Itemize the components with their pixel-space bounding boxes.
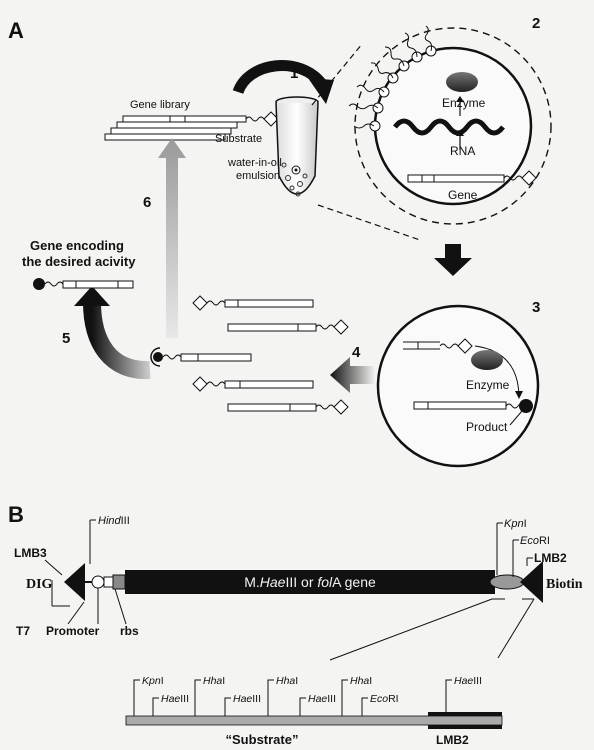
step-1-label: 1 xyxy=(290,65,298,82)
enzyme-label-mid: Enzyme xyxy=(466,378,510,392)
emulsion-label-line2: emulsion xyxy=(236,170,280,182)
gene-bar xyxy=(125,570,495,594)
site-kpni: KpnI xyxy=(142,675,164,687)
arrow-6 xyxy=(158,138,186,338)
t7-label: T7 xyxy=(16,624,30,638)
enzyme-oval-mid xyxy=(471,350,503,370)
rbs-label: rbs xyxy=(120,624,139,638)
site-haeiii-2: HaeIII xyxy=(233,693,261,705)
emulsion-label-line1: water-in-oil xyxy=(227,157,282,169)
site-haeiii-4: HaeIII xyxy=(454,675,482,687)
site-haeiii-1: HaeIII xyxy=(161,693,189,705)
rna-label: RNA xyxy=(450,144,475,158)
arrow-2-to-3 xyxy=(434,244,472,276)
site-hhai-2: HhaI xyxy=(276,675,298,687)
gene-construct xyxy=(44,519,543,625)
panel-a-letter: A xyxy=(8,18,24,43)
step-6-label: 6 xyxy=(143,194,151,211)
enzyme-label-top: Enzyme xyxy=(442,96,486,110)
step-5-label: 5 xyxy=(62,330,70,347)
site-haeiii-3: HaeIII xyxy=(308,693,336,705)
step-4-label: 4 xyxy=(352,344,361,361)
site-hhai-1: HhaI xyxy=(203,675,225,687)
gene-pool xyxy=(150,295,349,415)
lmb2-label-bottom: LMB2 xyxy=(436,733,469,747)
biotin-triangle xyxy=(520,561,543,603)
gene-bar-label: M.HaeIII or folA gene xyxy=(244,574,376,590)
step-2-label: 2 xyxy=(532,15,540,32)
promoter-label: Promoter xyxy=(46,624,100,638)
panel-b-letter: B xyxy=(8,502,24,527)
ecori-label-top: EcoRI xyxy=(520,535,550,547)
kpni-label-top: KpnI xyxy=(504,518,527,530)
substrate-label: Substrate xyxy=(215,133,262,145)
enzyme-oval-top xyxy=(446,72,478,92)
site-hhai-3: HhaI xyxy=(350,675,372,687)
desired-gene xyxy=(33,278,134,290)
droplet-circle-3 xyxy=(376,304,540,468)
emulsion-tube xyxy=(275,96,319,197)
lmb2-label-top: LMB2 xyxy=(534,551,567,565)
hindiii-label: HindIII xyxy=(98,515,130,527)
site-ecori: EcoRI xyxy=(370,693,399,705)
dig-label: DIG xyxy=(26,577,53,592)
arrow-5 xyxy=(74,286,110,306)
dig-triangle xyxy=(64,563,85,601)
substrate-bar xyxy=(125,712,503,729)
gene-label: Gene xyxy=(448,188,478,202)
product-label: Product xyxy=(466,420,508,434)
biotin-label: Biotin xyxy=(546,577,583,592)
restriction-sites xyxy=(133,679,452,716)
gene-library-stack xyxy=(104,111,279,141)
lmb3-label: LMB3 xyxy=(14,546,47,560)
gene-library-label: Gene library xyxy=(130,99,190,111)
arrow-1 xyxy=(308,78,334,104)
substrate-caption: “Substrate” xyxy=(226,732,299,747)
desired-gene-label-line2: the desired acivity xyxy=(22,254,136,269)
desired-gene-label-line1: Gene encoding xyxy=(30,238,124,253)
arrow-4 xyxy=(330,357,375,393)
droplet-circle-2 xyxy=(348,25,552,225)
step-3-label: 3 xyxy=(532,299,540,316)
